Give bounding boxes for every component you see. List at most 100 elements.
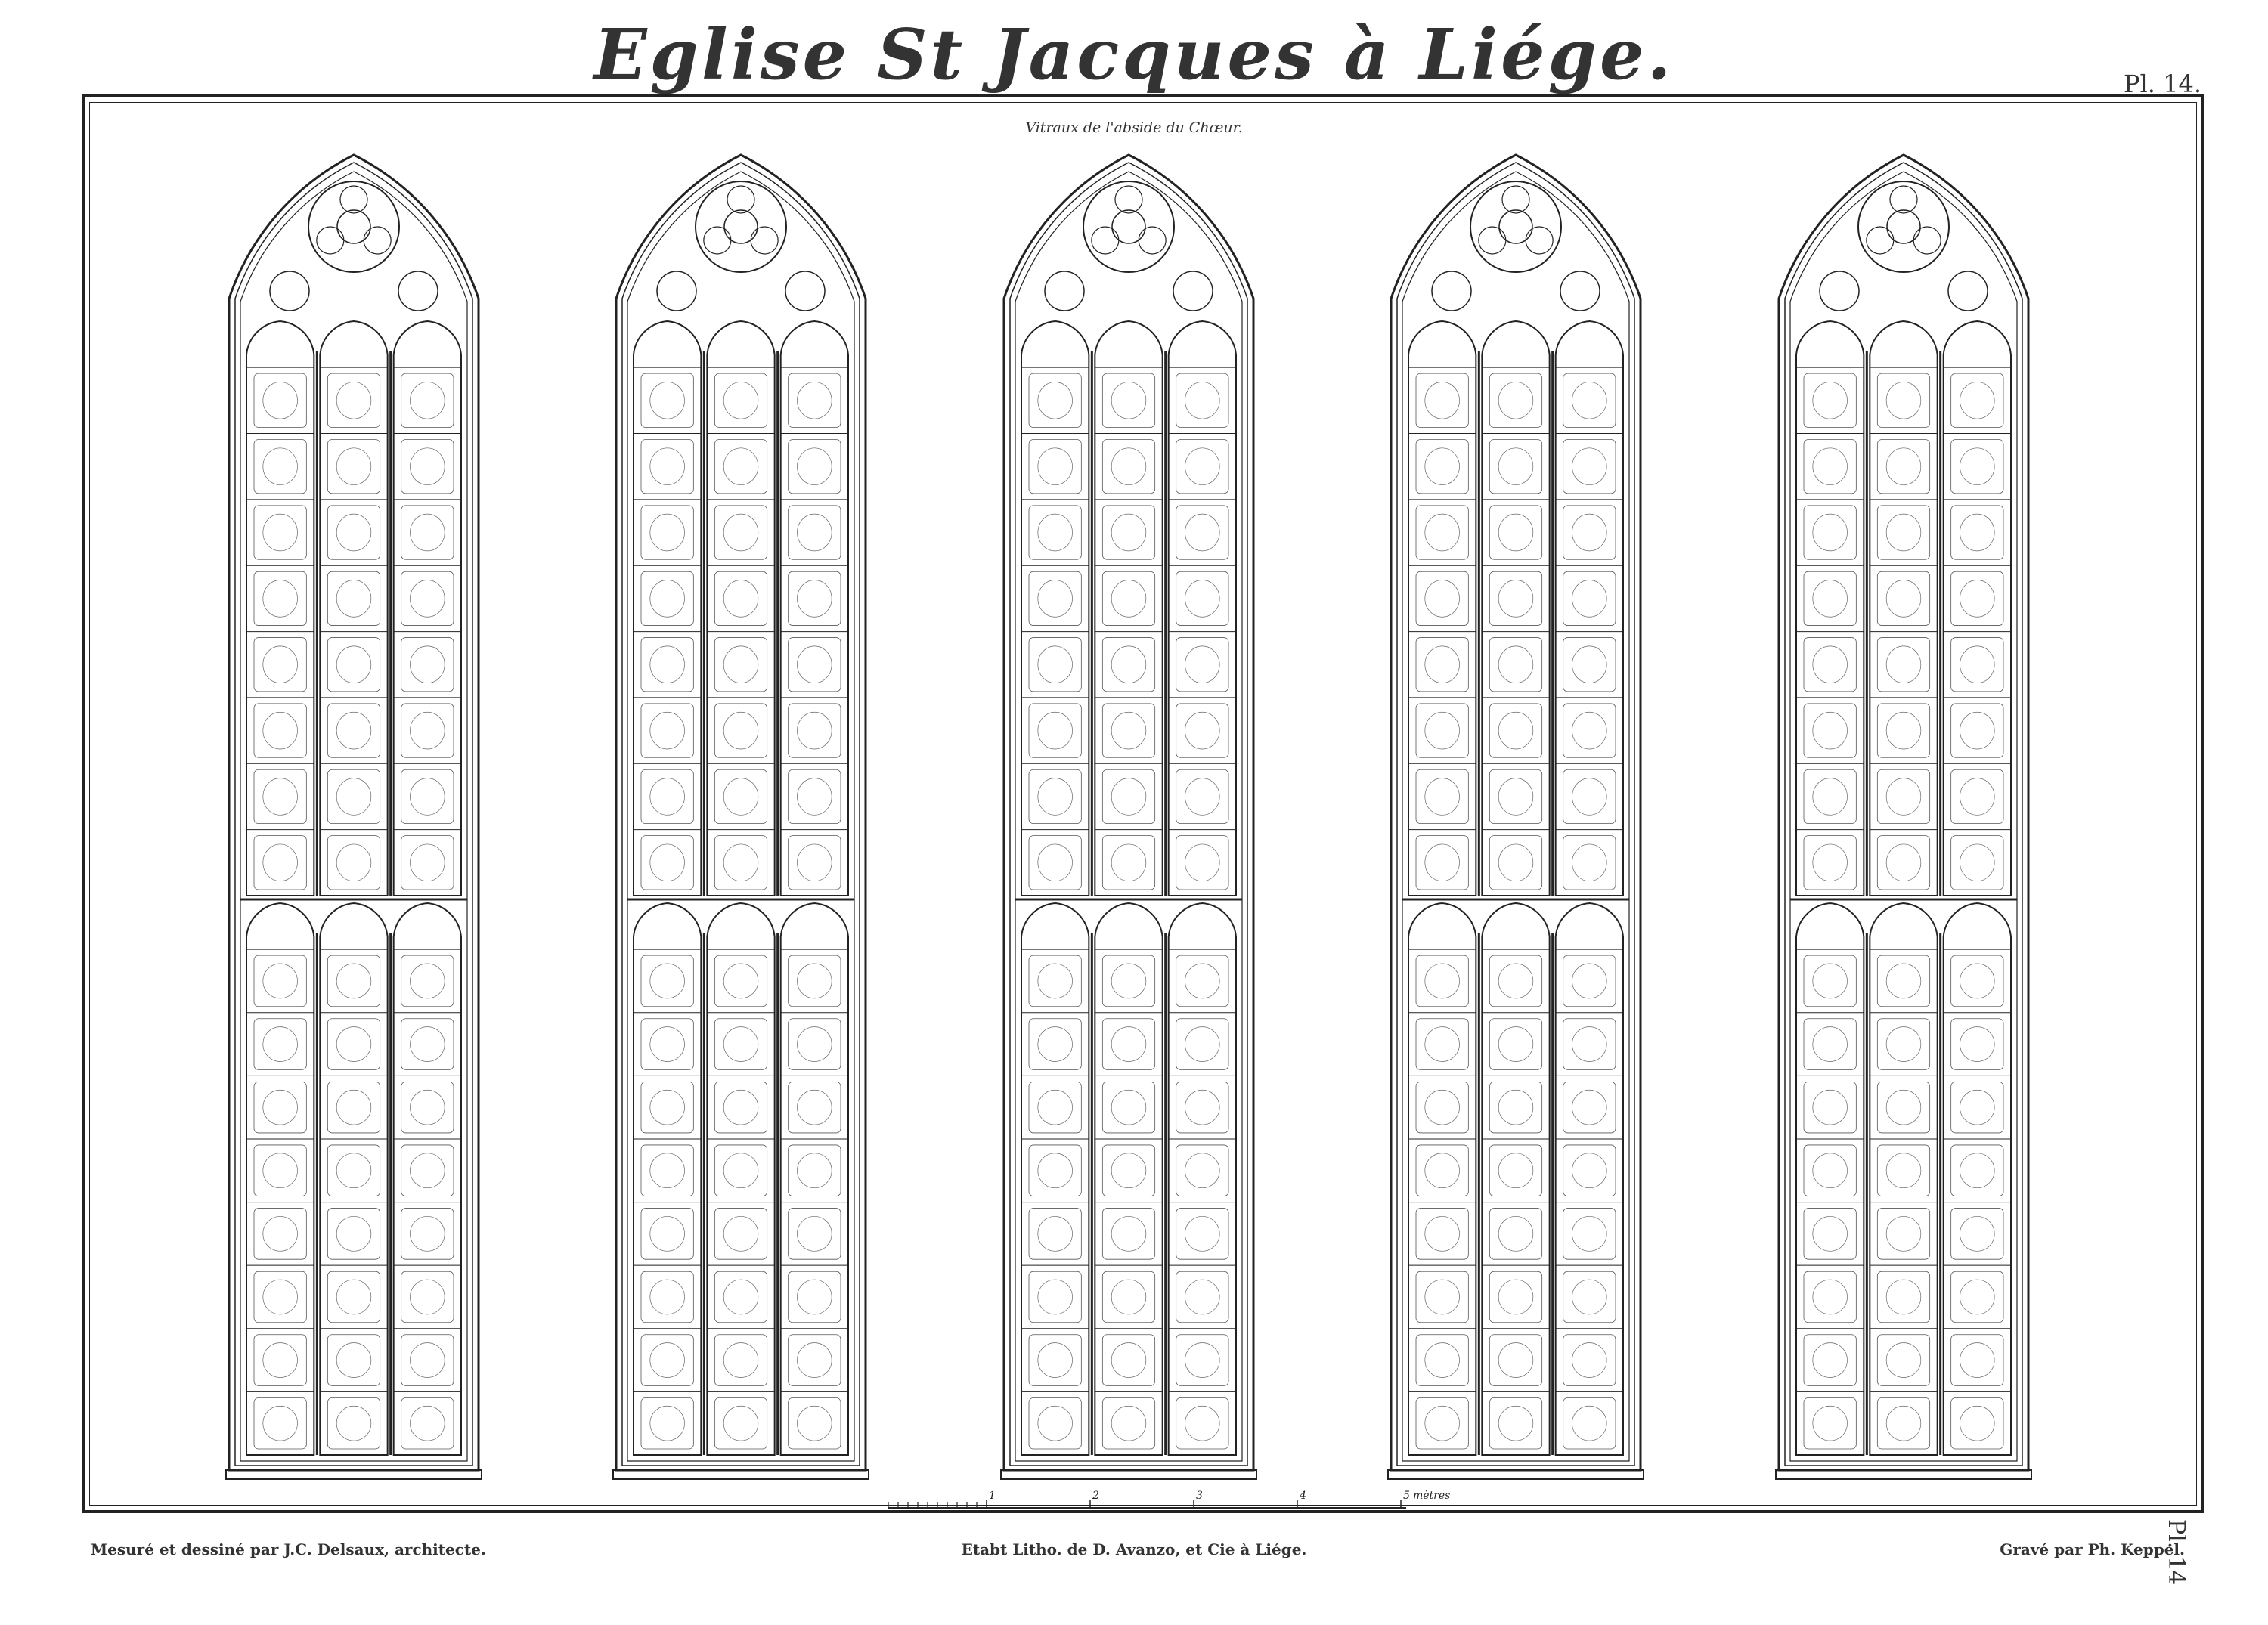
glass-panel [401,505,454,560]
glass-panel [1028,1018,1082,1070]
glass-panel [327,1018,381,1070]
glass-panel [1950,373,2004,428]
tracery-side-foil [269,271,310,311]
window-sill [1000,1469,1257,1480]
glass-panel [253,955,307,1008]
glass-panel [1876,769,1931,825]
glass-panel [1950,1081,2004,1134]
panel-ornament [1111,1026,1147,1062]
panel-ornament [262,711,298,750]
panel-ornament [1111,1342,1147,1378]
glass-panel [1489,373,1543,428]
glass-panel [1489,1081,1543,1134]
upper-lancet [1796,320,1865,896]
glass-panel [1563,1144,1616,1196]
glass-panel [1028,1397,1082,1450]
panel-ornament [1812,382,1848,419]
glass-panel [788,703,841,758]
upper-lancet [1481,320,1551,896]
panel-ornament [1812,1089,1848,1125]
glass-panel [1489,1208,1543,1260]
panel-ornament [1111,645,1147,683]
panel-ornament [336,711,372,750]
glass-panel [327,505,381,560]
plate-number-top: Pl. 14. [2124,70,2201,98]
glass-panel [1489,1397,1543,1450]
glass-panel [714,1397,768,1450]
glass-panel [1876,1208,1931,1260]
panel-ornament [797,1026,832,1062]
glass-panel [788,637,841,692]
glass-panel [1563,1271,1616,1323]
glass-panel [1876,703,1931,758]
panel-ornament [1885,1153,1922,1189]
glass-panel [1803,439,1857,494]
tracery-foil [1091,226,1120,255]
tracery-foil [703,226,732,255]
panel-ornament [797,711,832,750]
glass-panel [640,439,694,494]
panel-ornament [336,1405,372,1441]
tracery-side-foil [398,271,438,311]
glass-panel [640,1271,694,1323]
glass-panel [1101,955,1156,1008]
panel-ornament [1424,963,1460,999]
glass-panel [1803,703,1857,758]
panel-ornament [1960,1342,1995,1378]
panel-ornament [1185,1342,1220,1378]
glass-panel [1563,373,1616,428]
panel-ornament [797,1342,832,1378]
glass-panel [1950,835,2004,890]
glass-panel [788,571,841,626]
glass-panel [1101,1144,1156,1196]
lower-lancet [633,902,702,1456]
panel-ornament [410,843,445,882]
panel-ornament [649,382,685,419]
lower-lancet [1021,902,1090,1456]
panel-ornament [262,1153,298,1189]
lower-lancet [1869,902,1938,1456]
panel-ornament [1424,1216,1460,1252]
glass-panel [788,1271,841,1323]
glass-panel [1803,1018,1857,1070]
glass-panel [640,1397,694,1450]
panel-ornament [723,1405,759,1441]
tracery-side-foil [1431,271,1472,311]
glass-panel [1563,1334,1616,1386]
panel-ornament [1185,1153,1220,1189]
tracery-side-foil [1173,271,1213,311]
panel-ornament [797,645,832,683]
glass-panel [1876,1334,1931,1386]
glass-panel [1803,835,1857,890]
glass-panel [327,703,381,758]
panel-ornament [649,1279,685,1315]
glass-panel [253,637,307,692]
panel-ornament [262,382,298,419]
glass-panel [788,1018,841,1070]
glass-panel [1489,1018,1543,1070]
glass-panel [1876,637,1931,692]
panel-ornament [1424,1342,1460,1378]
panel-ornament [1185,645,1220,683]
panel-ornament [1572,513,1607,552]
glass-panel [1803,1397,1857,1450]
glass-panel [253,439,307,494]
panel-ornament [649,963,685,999]
glass-panel [1176,1208,1229,1260]
glass-panel [253,1144,307,1196]
glass-panel [253,1271,307,1323]
panel-ornament [1885,1342,1922,1378]
panel-ornament [723,711,759,750]
glass-panel [640,835,694,890]
glass-panel [1028,439,1082,494]
glass-panel [640,1144,694,1196]
glass-panel [714,1271,768,1323]
panel-ornament [1111,1405,1147,1441]
panel-ornament [1812,778,1848,816]
glass-panel [640,769,694,825]
panel-ornament [649,1153,685,1189]
glass-panel [1415,1144,1469,1196]
glass-panel [1415,505,1469,560]
panel-ornament [1885,1405,1922,1441]
